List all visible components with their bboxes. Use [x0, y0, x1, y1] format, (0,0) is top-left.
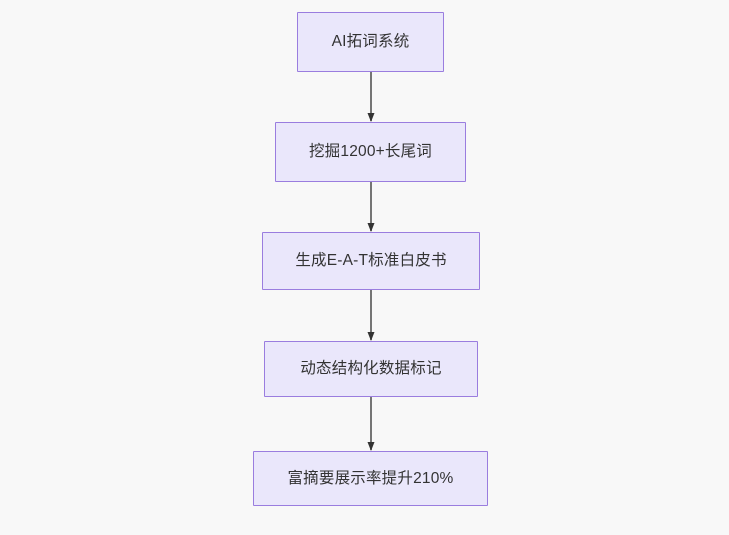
flow-node-structured-data-markup[interactable]: 动态结构化数据标记 — [264, 341, 478, 397]
flow-node-rich-snippet-result[interactable]: 富摘要展示率提升210% — [253, 451, 488, 506]
flow-node-label: AI拓词系统 — [331, 33, 410, 51]
flow-node-label: 挖掘1200+长尾词 — [308, 143, 433, 161]
flow-node-longtail-keywords[interactable]: 挖掘1200+长尾词 — [275, 122, 466, 182]
flow-node-label: 生成E-A-T标准白皮书 — [295, 252, 447, 270]
flow-node-label: 动态结构化数据标记 — [300, 360, 442, 378]
flow-node-ai-keyword-system[interactable]: AI拓词系统 — [297, 12, 444, 72]
flow-node-eat-whitepaper[interactable]: 生成E-A-T标准白皮书 — [262, 232, 480, 290]
flow-node-label: 富摘要展示率提升210% — [287, 469, 454, 487]
